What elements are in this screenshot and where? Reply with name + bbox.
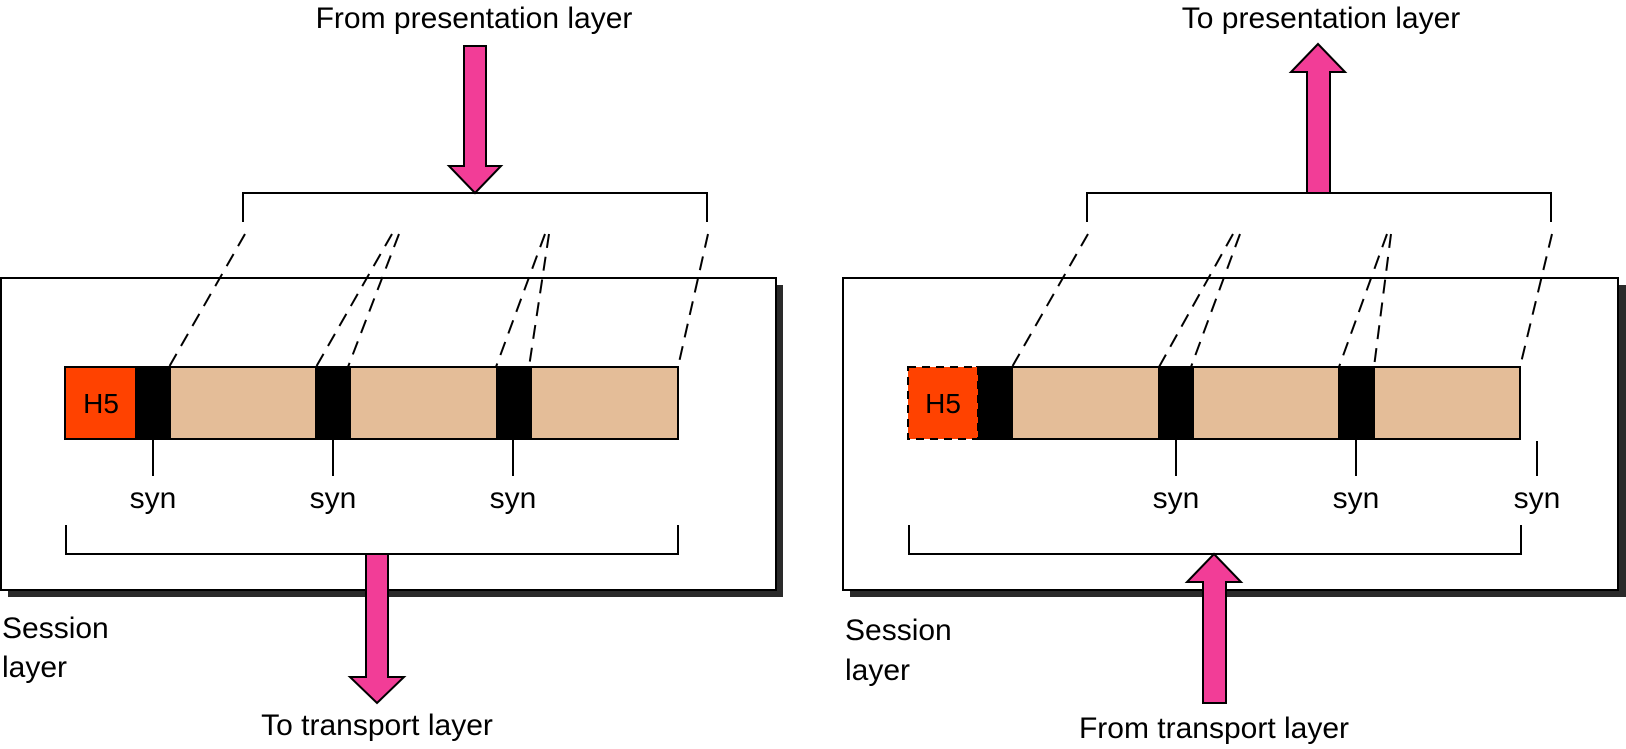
right-header-label: H5 (925, 388, 961, 419)
right-bottom-label: From transport layer (1079, 712, 1349, 745)
right-layer-label-line2: layer (845, 654, 910, 687)
right-sync-point-2 (1158, 367, 1194, 439)
right-expansion-lines (1011, 233, 1553, 368)
left-sync-point-2 (315, 367, 351, 439)
left-panel: From presentation layer H5 syn syn syn (0, 2, 783, 742)
left-syn-label-2: syn (310, 482, 357, 515)
left-header-label: H5 (83, 388, 119, 419)
left-syn-label-3: syn (490, 482, 537, 515)
left-transport-arrow (347, 553, 407, 705)
left-down-arrow (446, 45, 504, 195)
right-session-header-removed (907, 366, 979, 440)
left-session-header (64, 366, 137, 440)
right-syn-label-2: syn (1333, 482, 1380, 515)
right-syn-label-3: syn (1514, 482, 1561, 515)
right-syn-label-1: syn (1153, 482, 1200, 515)
right-sync-point-3 (1338, 367, 1375, 439)
left-bottom-label: To transport layer (261, 709, 493, 742)
left-sync-point-3 (496, 367, 532, 439)
left-expansion-lines (168, 233, 709, 368)
right-layer-label-line1: Session (845, 614, 952, 647)
right-panel: To presentation layer H5 syn syn syn (842, 2, 1626, 745)
right-up-arrow (1288, 42, 1348, 194)
right-top-bracket (1086, 192, 1552, 222)
left-sync-point-1 (136, 367, 171, 439)
right-transport-arrow (1184, 552, 1244, 704)
right-data-unit (976, 366, 1521, 440)
right-sync-point-1 (978, 367, 1013, 439)
left-syn-label-1: syn (130, 482, 177, 515)
left-layer-label-line2: layer (2, 651, 67, 684)
left-layer-label-line1: Session (2, 612, 109, 645)
left-top-bracket (242, 192, 708, 222)
left-top-label: From presentation layer (316, 2, 633, 35)
right-top-label: To presentation layer (1182, 2, 1461, 35)
